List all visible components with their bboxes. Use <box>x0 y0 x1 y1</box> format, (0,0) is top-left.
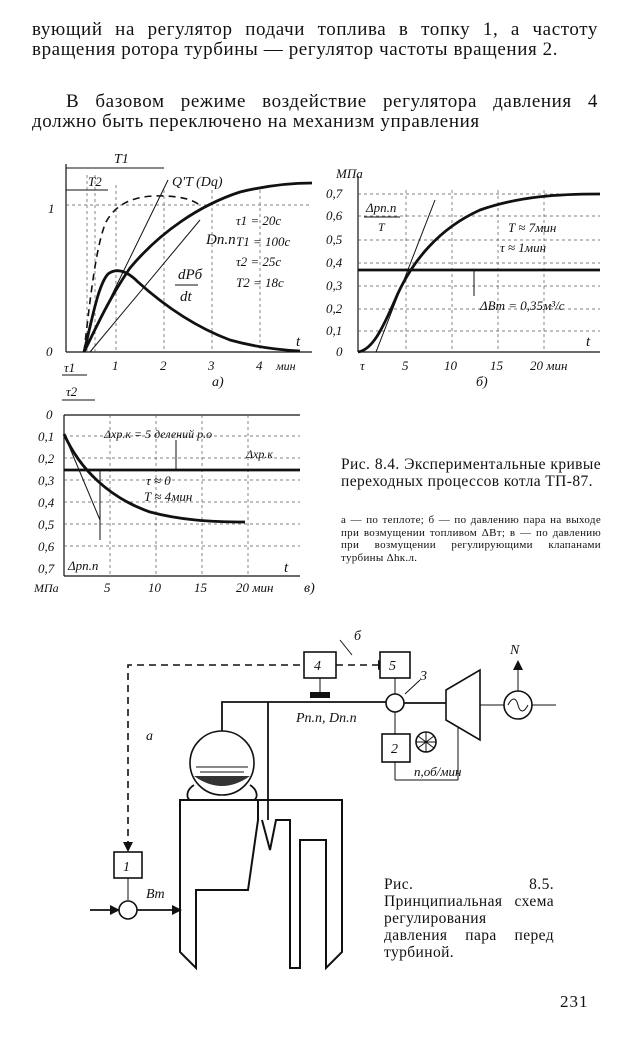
fig85-N-label: N <box>509 643 520 658</box>
fig84b-ytick-3: 0,4 <box>326 255 343 270</box>
fig84b-dp-den: T <box>378 220 386 234</box>
fig84a-xtick-2: 2 <box>160 358 167 373</box>
fig84v-ylabel: МПа <box>33 581 59 595</box>
fig84a-tau2: τ2 <box>66 384 78 399</box>
fig84v-tau-label: τ ≈ 0 <box>146 473 171 488</box>
body-paragraph-2: В базовом режиме воздействие регулятора … <box>32 91 598 132</box>
fig84b-ytick-1: 0,6 <box>326 208 343 223</box>
fig84v-pressure-curve <box>62 433 246 524</box>
fig84v-xtick-1: 10 <box>148 580 162 595</box>
fig85-box-2-label: 2 <box>391 742 398 757</box>
fig84a-q-curve <box>83 195 201 353</box>
fig85-bt-label: Bт <box>146 887 165 902</box>
fig84v-xtick-0: 5 <box>104 580 111 595</box>
fig84b-ytick-4: 0,3 <box>326 278 343 293</box>
fig84a-q-label: Q'T (Dq) <box>172 175 223 190</box>
fig84v-x-t: t <box>284 560 289 576</box>
fig84b-dp-label: Δpп.п <box>365 200 396 215</box>
fig85-boiler-right <box>258 799 343 971</box>
fig84v-dx-right: Δxр.к <box>245 447 273 461</box>
fig84a-panel-label: а) <box>212 375 224 390</box>
fig84a-xtick-unit: мин <box>275 359 296 373</box>
fig84a-x-t: t <box>296 334 301 350</box>
fig84b-ytick-5: 0,2 <box>326 301 343 316</box>
fig85-box-2 <box>381 733 411 763</box>
fig84a-deriv-num: dPб <box>178 267 203 283</box>
fig85-fuel-valve <box>118 900 138 920</box>
fig84-caption-sub: а — по теплоте; б — по давлению пара на … <box>341 514 601 564</box>
fig84b-pressure-curve <box>357 192 601 354</box>
fig84b-x-t: t <box>586 334 591 350</box>
fig85-turbine <box>445 668 481 742</box>
body-paragraph-1: вующий на регулятор подачи топлива в топ… <box>32 19 598 60</box>
fig84b-ytick-6: 0,1 <box>326 323 342 338</box>
fig85-p-label: Pп.п, Dп.п <box>295 711 357 726</box>
fig85-caption: Рис. 8.5. Принципиальная схема регулиров… <box>384 876 554 961</box>
figure-8-5: 4 5 2 N 1 б а 3 Pп.п, Dп.п n, <box>90 629 556 971</box>
fig84v-dp-label: Δpп.п <box>67 558 98 573</box>
fig84v-ytick-2: 0,2 <box>38 451 55 466</box>
fig84a-T2-label: T2 <box>88 174 102 189</box>
fig84a-xtick-1: 1 <box>112 358 119 373</box>
fig84b-T-label: T ≈ 7мин <box>508 220 556 235</box>
fig84v-panel: 0 0,1 0,2 0,3 0,4 0,5 0,6 0,7 МПа 5 10 1… <box>33 407 315 596</box>
fig85-3-label: 3 <box>419 669 427 684</box>
fig84-caption-title: Рис. 8.4. Экспериментальные кривые перех… <box>341 456 601 490</box>
fig85-valve-3 <box>385 693 405 713</box>
fig85-box-4-label: 4 <box>314 659 321 674</box>
fig84a-param-0: τ1 = 20c <box>236 213 281 228</box>
fig84v-ytick-4: 0,4 <box>38 495 55 510</box>
fig85-box-1 <box>113 851 143 879</box>
fig84v-ytick-5: 0,5 <box>38 517 55 532</box>
fig84a-xtick-4: 4 <box>256 358 263 373</box>
fig84a-T1-label: T1 <box>114 152 129 167</box>
fig84b-xtick-0: 5 <box>402 358 409 373</box>
fig84b-panel-label: б) <box>476 375 488 390</box>
fig84b-tau: τ <box>360 358 366 373</box>
fig84b-panel: МПа 0,7 0,6 0,5 0,4 0,3 0,2 0,1 0 5 10 1… <box>326 166 601 390</box>
fig85-box-5-label: 5 <box>389 659 396 674</box>
fig84v-ytick-3: 0,3 <box>38 473 55 488</box>
page-number: 231 <box>560 992 589 1011</box>
fig85-a-label: а <box>146 729 153 744</box>
fig84b-xtick-2: 15 <box>490 358 504 373</box>
fig84b-dB-label: ΔBт = 0,35м³/с <box>479 298 565 313</box>
fig84b-ylabel: МПа <box>335 166 363 181</box>
fig85-box-1-label: 1 <box>123 860 130 875</box>
fig84v-dx-label: Δxр.к = 5 делений р.о <box>103 427 212 441</box>
fig84b-xtick-1: 10 <box>444 358 458 373</box>
fig84b-tau-label: τ ≈ 1мин <box>500 240 546 255</box>
fig84a-deriv-den: dt <box>180 289 193 305</box>
fig84a-tau1: τ1 <box>64 360 75 375</box>
fig85-n-label: n,об/мин <box>414 764 461 779</box>
fig84v-panel-label: в) <box>304 581 315 596</box>
fig84a-dpp-label: Dп.п <box>205 232 236 248</box>
fig84b-xtick-3: 20 мин <box>530 358 568 373</box>
fig84v-xtick-3: 20 мин <box>236 580 274 595</box>
fig85-steam-line <box>221 701 386 735</box>
fig84a-param-1: T1 = 100c <box>236 234 291 249</box>
fig84b-ytick-0: 0,7 <box>326 186 343 201</box>
fig84v-ytick-6: 0,6 <box>38 539 55 554</box>
fig84b-ytick-2: 0,5 <box>326 232 343 247</box>
fig84a-panel: T1 T2 Q'T (Dq) Dп.п dPб dt τ1 = 20c T1 =… <box>46 152 313 401</box>
fig84b-ytick-7: 0 <box>336 344 343 359</box>
fig85-line-a <box>127 664 300 850</box>
fig84v-ytick-1: 0,1 <box>38 429 54 444</box>
fig84v-ytick-0: 0 <box>46 407 53 422</box>
fig85-b-label: б <box>354 629 362 644</box>
fig84a-param-3: T2 = 18c <box>236 275 284 290</box>
fig85-boiler-left <box>179 799 259 971</box>
fig84v-ytick-7: 0,7 <box>38 561 55 576</box>
fig84v-xtick-2: 15 <box>194 580 208 595</box>
figure-8-4: T1 T2 Q'T (Dq) Dп.п dPб dt τ1 = 20c T1 =… <box>33 152 601 596</box>
fig84a-y-one: 1 <box>48 201 55 216</box>
fig84v-T-label: T ≈ 4мин <box>144 489 192 504</box>
fig84a-deriv-curve <box>82 269 301 353</box>
fig84a-param-2: τ2 = 25c <box>236 254 281 269</box>
fig84a-xtick-3: 3 <box>207 358 215 373</box>
fig84a-y-zero: 0 <box>46 344 53 359</box>
